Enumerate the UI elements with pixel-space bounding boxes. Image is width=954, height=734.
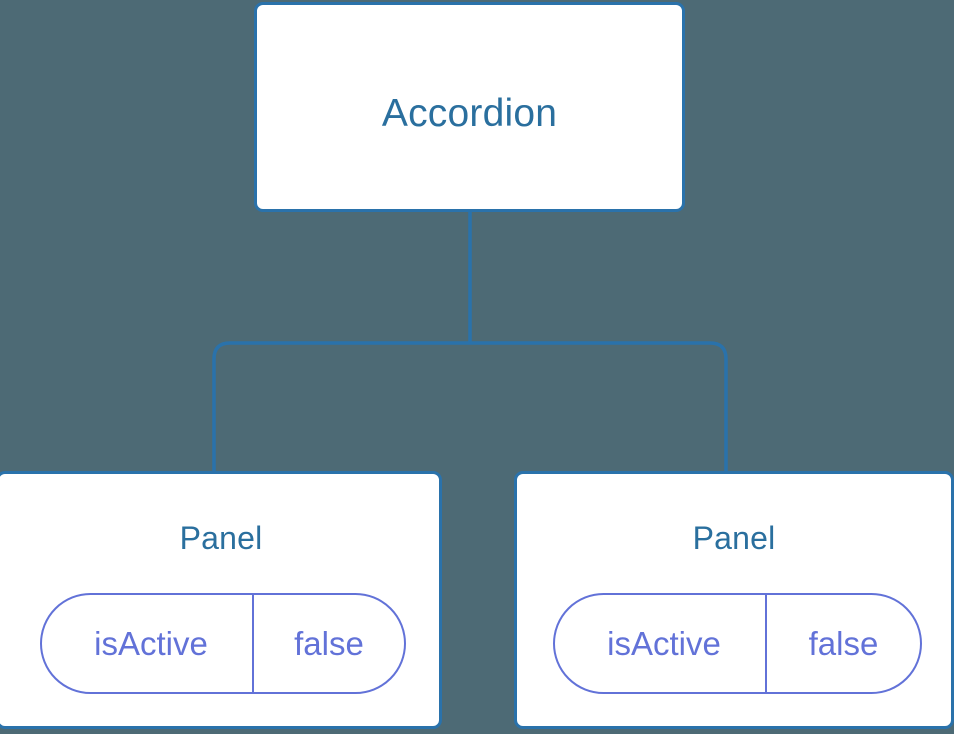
node-panel-0-prop-isactive[interactable]: isActive false (40, 593, 406, 694)
node-panel-0-title: Panel (179, 520, 263, 556)
node-accordion[interactable]: Accordion (254, 2, 685, 212)
edge-accordion-to-panel-0 (212, 341, 470, 476)
prop-key: isActive (42, 595, 254, 692)
prop-value: false (808, 624, 879, 662)
node-panel-1-title: Panel (692, 520, 776, 556)
node-accordion-title: Accordion (381, 92, 558, 135)
prop-value: false (294, 624, 364, 662)
node-panel-1-prop-isactive[interactable]: isActive false (553, 593, 922, 694)
prop-key: isActive (555, 595, 767, 692)
edge-accordion-to-panel-1 (470, 341, 728, 476)
node-panel-1[interactable]: Panel isActive false (514, 471, 954, 729)
node-panel-0[interactable]: Panel isActive false (0, 471, 442, 729)
